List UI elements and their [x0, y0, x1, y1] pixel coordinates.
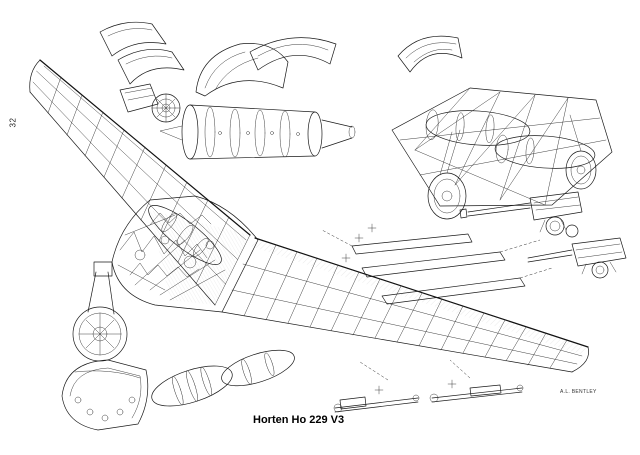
- cockpit-shell-part: [61, 359, 149, 431]
- main-wheels: [427, 114, 597, 220]
- undercarriage-leg-details: [333, 359, 524, 413]
- center-section-tube-frame: [391, 87, 613, 220]
- nose-cone-part: [195, 43, 289, 97]
- canopy-parts: [99, 21, 185, 113]
- left-wing-cutaway: [29, 59, 251, 306]
- right-wing-rib-structure: [221, 237, 589, 373]
- page-number: 32: [8, 117, 18, 128]
- engine-cowling-part: [249, 35, 463, 73]
- control-surface-details: [321, 223, 553, 305]
- drop-tanks: [151, 349, 295, 407]
- figure-caption: Horten Ho 229 V3: [253, 414, 345, 426]
- center-fuselage-framework: [111, 195, 259, 313]
- turbojet-engine-detail: [151, 93, 356, 160]
- artist-signature: A.L. BENTLEY: [560, 389, 597, 395]
- nose-wheel-assembly: [72, 261, 128, 362]
- cannon-detail-upper: [459, 191, 583, 238]
- cannon-detail-lower: [527, 237, 627, 279]
